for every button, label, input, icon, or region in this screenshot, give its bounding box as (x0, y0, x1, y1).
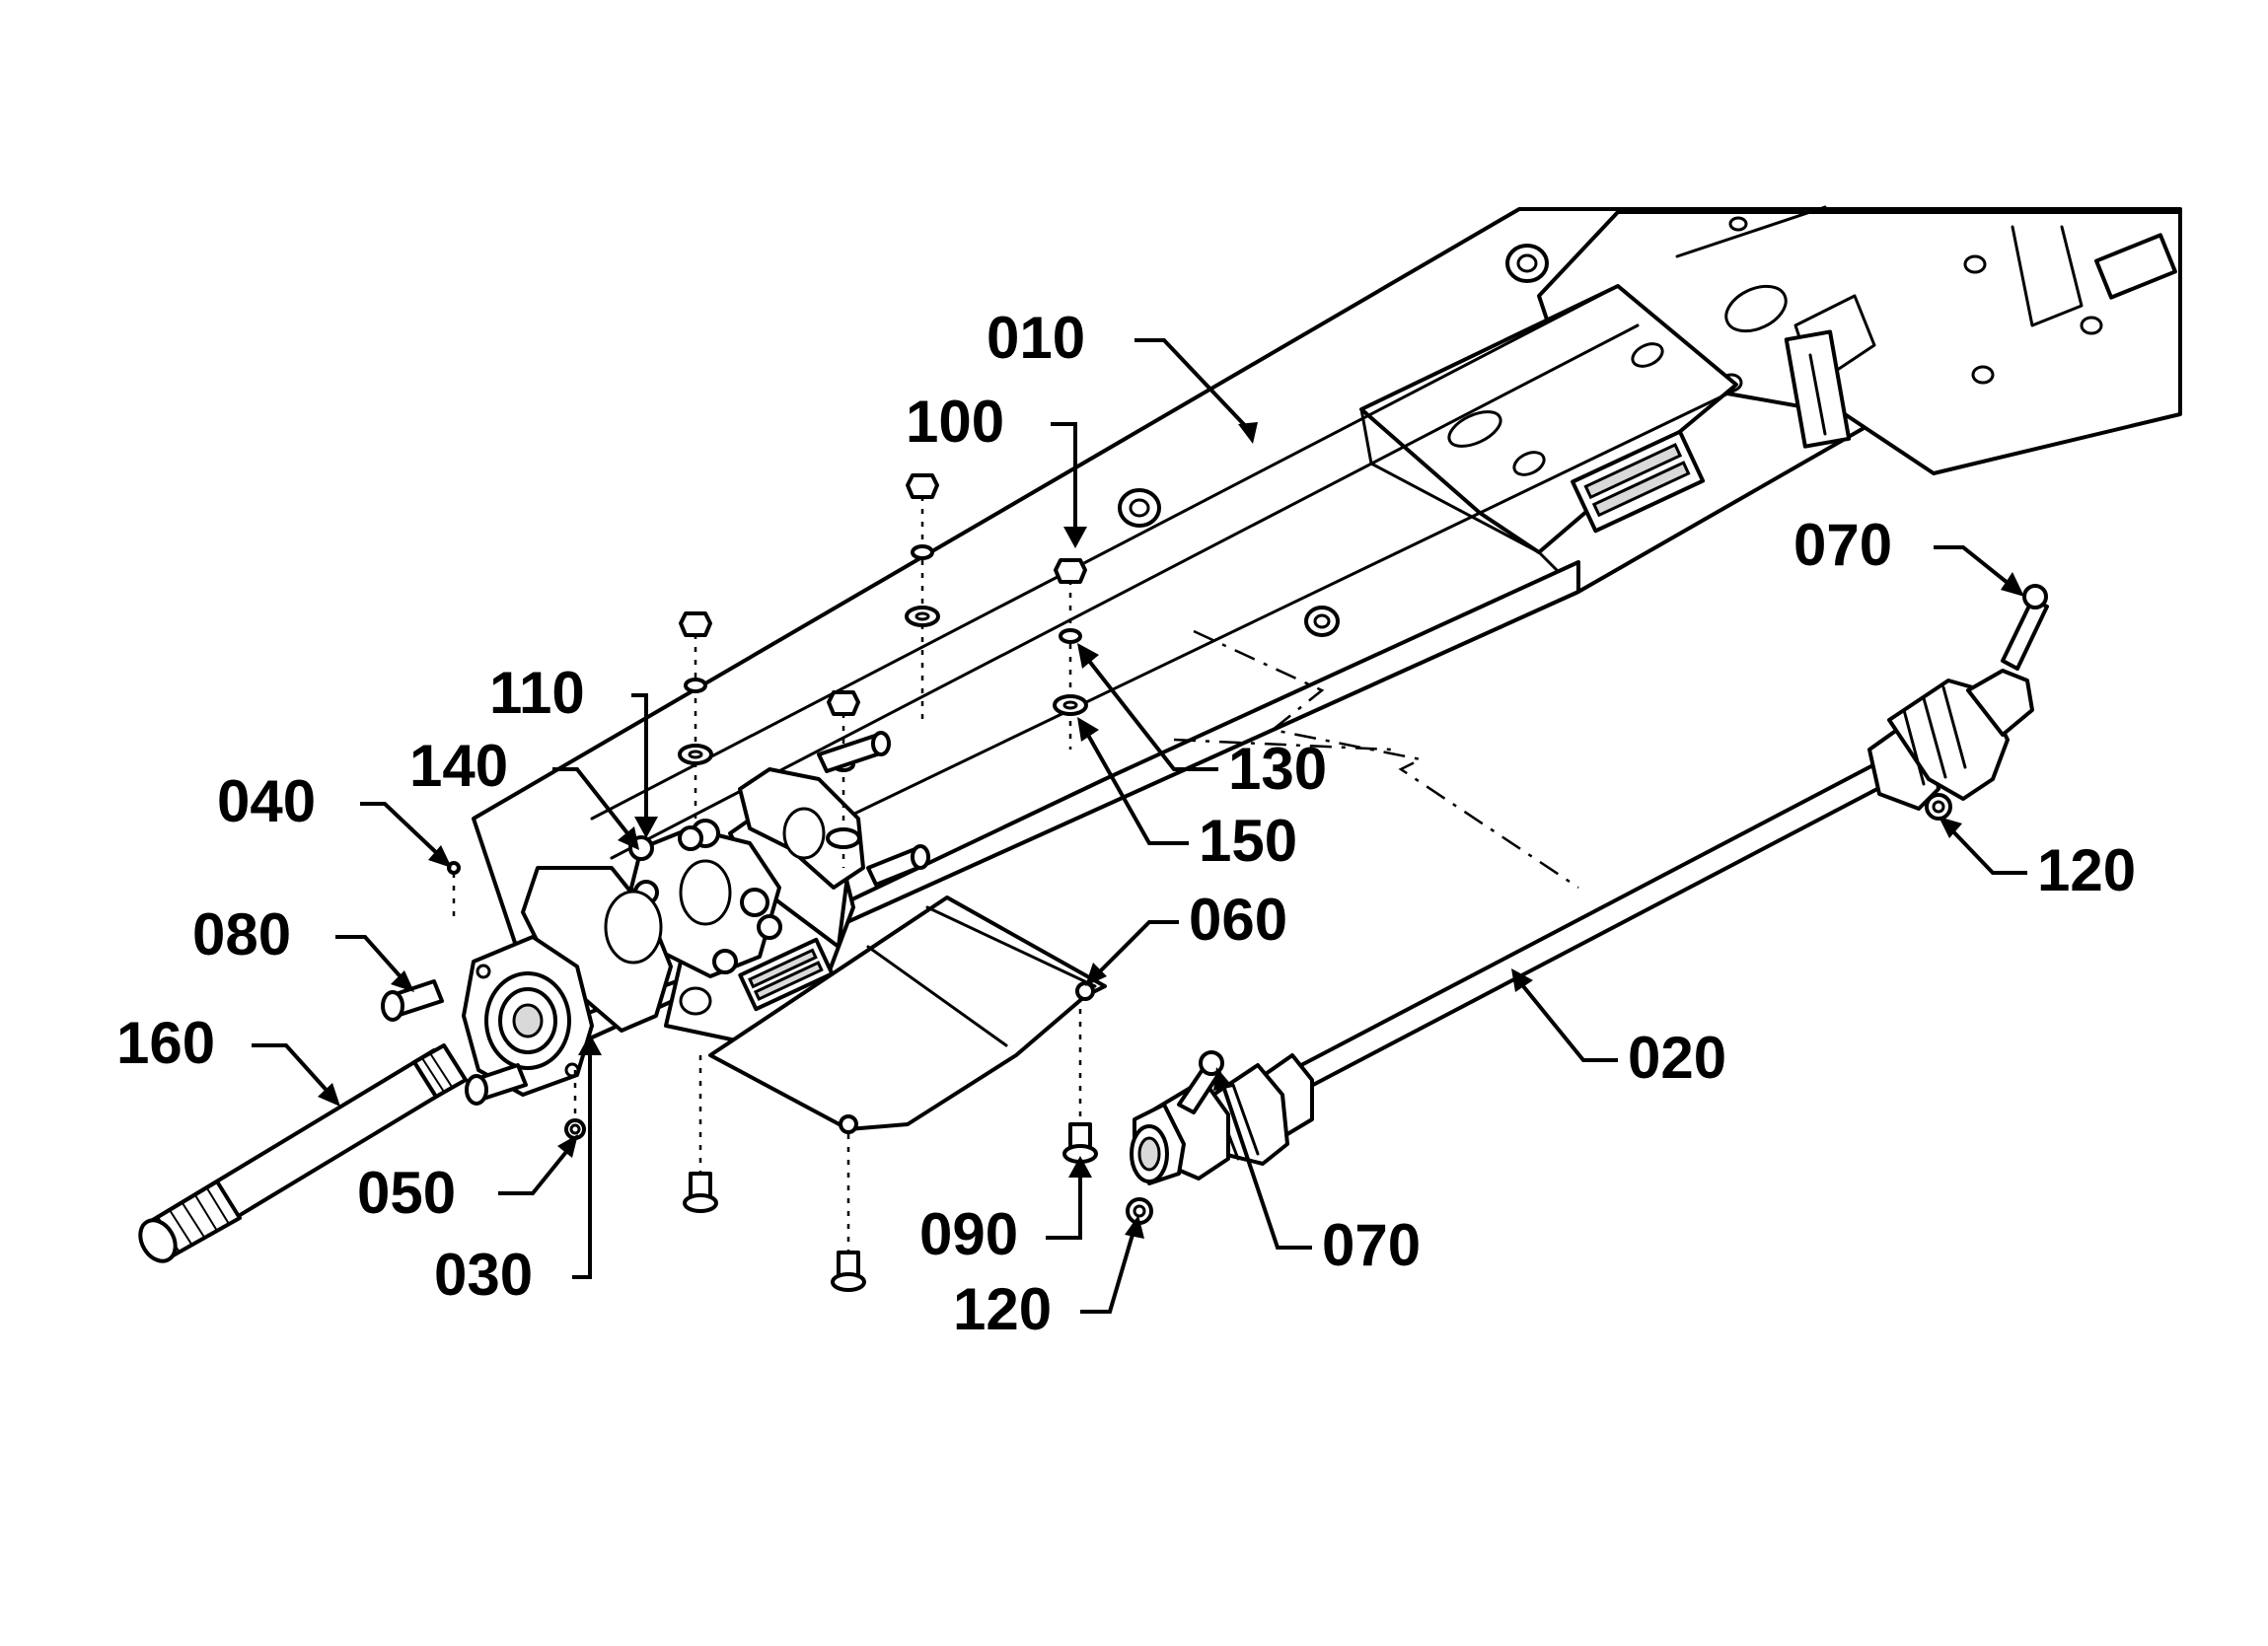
hardware-stacks (447, 473, 1098, 1292)
callout-080: 080 (192, 901, 291, 967)
shaft-160 (138, 1043, 468, 1263)
bearing-flange-plate (462, 866, 673, 1097)
callout-050: 050 (357, 1160, 456, 1226)
drive-shaft-020 (1130, 669, 2034, 1185)
callout-140: 140 (409, 733, 508, 799)
pin-070 (1177, 584, 2049, 1114)
callout-160: 160 (116, 1010, 215, 1076)
cover-plate (708, 895, 1107, 1134)
bolt-080 (381, 979, 528, 1106)
frame-assembly (472, 205, 2182, 1057)
callout-020: 020 (1628, 1025, 1726, 1091)
callout-labels: 010 100 070 110 140 130 040 150 120 080 … (116, 305, 2136, 1342)
callout-090: 090 (919, 1201, 1018, 1267)
callout-120-right: 120 (2037, 837, 2136, 903)
callout-030: 030 (434, 1242, 533, 1308)
callout-110: 110 (489, 660, 585, 726)
callout-130: 130 (1228, 736, 1327, 802)
callout-040: 040 (217, 768, 316, 834)
nut-120 (1126, 793, 1952, 1225)
callout-070-bottom: 070 (1322, 1212, 1421, 1278)
callout-010: 010 (987, 305, 1085, 371)
callout-070-top: 070 (1793, 512, 1892, 578)
callout-060: 060 (1189, 887, 1287, 953)
center-lines (1173, 629, 1579, 890)
callout-150: 150 (1199, 808, 1297, 874)
callout-100: 100 (906, 389, 1004, 455)
leader-lines (252, 338, 2027, 1314)
callout-120-bottom: 120 (953, 1276, 1052, 1342)
